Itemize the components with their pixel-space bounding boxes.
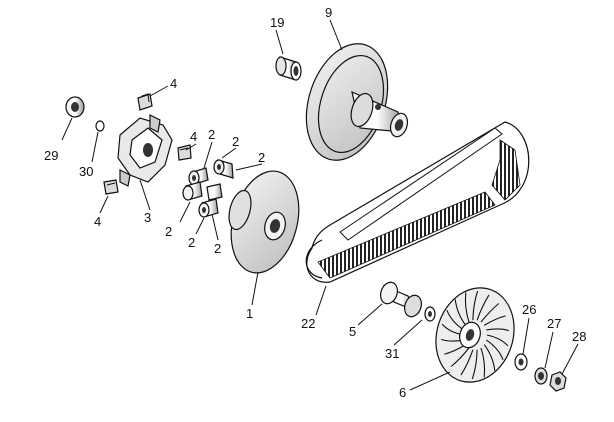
- callout-5: 5: [349, 324, 356, 339]
- oil-seal: [65, 96, 85, 118]
- fan-fin: [483, 315, 506, 326]
- collar: [379, 281, 423, 318]
- fan-fin: [485, 339, 504, 361]
- fan-fin: [486, 334, 509, 347]
- callout-26: 26: [522, 302, 536, 317]
- roller-weights: [182, 159, 234, 218]
- roller-3: [182, 181, 203, 201]
- fan-fin: [472, 290, 479, 321]
- ramp-plate: [117, 114, 173, 187]
- callout-9: 9: [325, 5, 332, 20]
- callout-4-top: 4: [170, 76, 177, 91]
- primary-sheave: [228, 170, 300, 274]
- pulley-nut: [549, 371, 567, 392]
- slider-middle: [177, 144, 192, 161]
- callout-2-a: 2: [208, 127, 215, 142]
- callout-2-b: 2: [232, 134, 239, 149]
- fan-fin: [450, 347, 470, 367]
- lock-washer: [534, 367, 548, 385]
- callout-29: 29: [44, 148, 58, 163]
- secondary-sheave: [305, 43, 409, 161]
- callout-2-d: 2: [165, 224, 172, 239]
- slider-bottom: [103, 179, 119, 195]
- slider-top: [137, 93, 153, 111]
- pulley-washer: [514, 353, 528, 371]
- callout-3: 3: [144, 210, 151, 225]
- callout-6: 6: [399, 385, 406, 400]
- fan-fins: [441, 290, 509, 380]
- roller-5: [206, 183, 223, 201]
- fan-fin: [454, 299, 467, 326]
- roller-2: [213, 159, 234, 179]
- callout-30: 30: [79, 164, 93, 179]
- needle-bearing: [275, 56, 302, 81]
- callout-31: 31: [385, 346, 399, 361]
- fan-fin: [476, 294, 490, 321]
- callout-22: 22: [301, 316, 315, 331]
- fan-fin: [471, 349, 478, 380]
- fan-fin: [486, 328, 509, 332]
- drive-belt: [305, 121, 530, 283]
- fan-fin: [464, 292, 470, 323]
- callout-19: 19: [270, 15, 284, 30]
- fan-pulley: [435, 287, 515, 383]
- fan-fin: [460, 349, 474, 376]
- callout-4-middle: 4: [190, 129, 197, 144]
- callout-labels: 19 9 4 29 30 4 4 2 2 2 3 2 2 2 1 22 5 31…: [44, 5, 586, 400]
- washer: [95, 120, 105, 132]
- leader-lines: [61, 19, 579, 391]
- callout-1: 1: [246, 306, 253, 321]
- callout-2-f: 2: [214, 241, 221, 256]
- callout-2-e: 2: [188, 235, 195, 250]
- roller-4: [198, 198, 219, 218]
- collar-washer: [424, 306, 436, 322]
- callout-28: 28: [572, 329, 586, 344]
- fan-fin: [480, 303, 500, 323]
- callout-4-bottom: 4: [94, 214, 101, 229]
- fan-fin: [480, 347, 486, 378]
- fan-fin: [483, 344, 496, 371]
- callout-27: 27: [547, 316, 561, 331]
- roller-1: [188, 167, 209, 186]
- callout-2-c: 2: [258, 150, 265, 165]
